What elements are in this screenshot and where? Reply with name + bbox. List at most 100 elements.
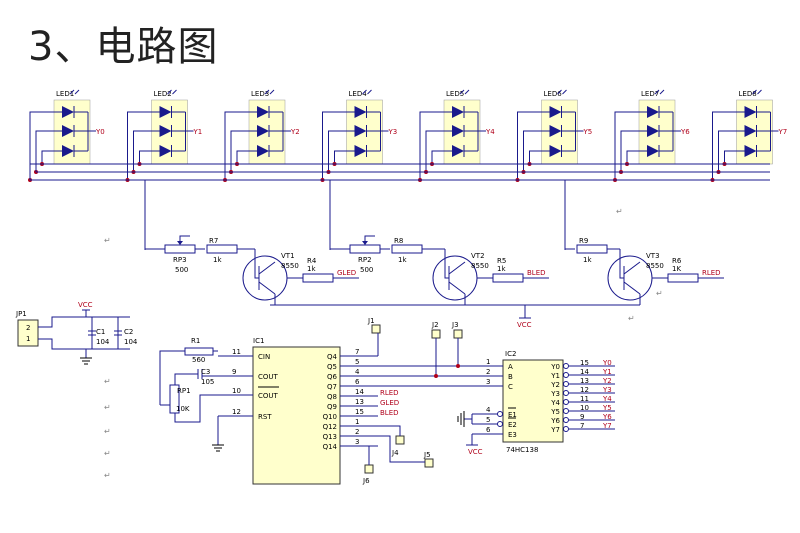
transistor-lead xyxy=(623,261,641,275)
emission-arrow xyxy=(464,89,470,95)
net-label: Y4 xyxy=(602,395,612,403)
potentiometer xyxy=(349,244,381,254)
resistor-label: R7 xyxy=(209,237,218,245)
resistor xyxy=(492,273,524,283)
diode-triangle xyxy=(647,125,659,137)
page-title: 3、电路图 xyxy=(28,24,219,70)
led-module xyxy=(541,99,578,165)
bus-drop xyxy=(133,130,150,172)
pot-label: RP3 xyxy=(173,256,187,264)
resistor-value: 560 xyxy=(192,356,205,364)
resistor-label: R1 xyxy=(191,337,200,345)
jumper-label: J2 xyxy=(431,321,439,329)
diode-triangle xyxy=(62,145,74,157)
pin-number: 15 xyxy=(580,359,589,367)
bus-drop xyxy=(614,111,637,180)
bus-drop xyxy=(334,150,345,164)
pot-label: RP2 xyxy=(358,256,372,264)
pin-number: 2 xyxy=(26,324,30,332)
inversion-bubble xyxy=(563,381,569,387)
wire xyxy=(368,445,378,465)
resistor-label: R5 xyxy=(497,257,506,265)
bus-drop xyxy=(236,150,247,164)
diode-triangle xyxy=(744,106,757,118)
led-output-label: Y2 xyxy=(290,128,300,136)
led-module xyxy=(443,99,481,165)
paragraph-mark: ↵ xyxy=(104,471,111,480)
pin-name: Q10 xyxy=(323,413,337,421)
emission-arrow xyxy=(654,89,660,95)
wire xyxy=(378,425,401,436)
diode-triangle xyxy=(159,106,172,118)
led-label: LED1 xyxy=(56,90,74,98)
capacitor-label: C1 xyxy=(96,328,105,336)
pin-name: A xyxy=(508,363,513,371)
diode-triangle xyxy=(159,125,172,137)
diode-triangle xyxy=(452,145,464,157)
capacitor-value: 104 xyxy=(124,338,138,346)
paragraph-mark: ↵ xyxy=(616,207,623,216)
pin-name: Y2 xyxy=(550,381,560,389)
pin-name: Q4 xyxy=(327,353,338,361)
pin-number: 11 xyxy=(580,395,589,403)
paragraph-mark: ↵ xyxy=(104,377,111,386)
bus-drop xyxy=(328,130,345,172)
pin-name: RST xyxy=(258,413,272,421)
diode-triangle xyxy=(744,145,757,157)
pin-name: E3 xyxy=(508,431,517,439)
bus-drop xyxy=(224,111,247,180)
jumper-pad xyxy=(395,435,405,445)
resistor xyxy=(206,244,238,254)
emission-arrow xyxy=(269,89,275,95)
resistor-value: 1k xyxy=(398,256,407,264)
paragraph-mark: ↵ xyxy=(104,449,111,458)
pin-number: 5 xyxy=(355,358,359,366)
pot-label: RP1 xyxy=(177,387,191,395)
diode-triangle xyxy=(257,145,269,157)
wire xyxy=(174,373,198,385)
pin-number: 13 xyxy=(580,377,589,385)
resistor-value: 1k xyxy=(307,265,316,273)
capacitor-value: 104 xyxy=(96,338,110,346)
capacitor-value: 105 xyxy=(201,378,214,386)
pin-number: 6 xyxy=(486,426,491,434)
potentiometer xyxy=(164,244,196,254)
capacitor-label: C3 xyxy=(201,368,210,376)
transistor-label: VT1 xyxy=(281,252,295,260)
pin-number: 5 xyxy=(486,416,490,424)
pin-name: C xyxy=(508,383,513,391)
pin-number: 3 xyxy=(355,438,359,446)
emission-arrow xyxy=(362,89,367,95)
bus-drop xyxy=(620,130,637,172)
pin-name: Y5 xyxy=(550,408,560,416)
pin-number: 1 xyxy=(486,358,490,366)
jumper-pad xyxy=(364,464,374,474)
jumper-label: J1 xyxy=(367,317,375,325)
pin-name: E2 xyxy=(508,421,517,429)
jumper-pad xyxy=(371,324,381,334)
inversion-bubble xyxy=(497,411,503,417)
jumper-label: JP1 xyxy=(15,310,27,318)
bus-drop xyxy=(523,130,540,172)
emission-arrow xyxy=(459,89,465,95)
net-label: Y0 xyxy=(602,359,612,367)
pin-number: 1 xyxy=(355,418,359,426)
pin-name: Q9 xyxy=(327,403,337,411)
led-label: LED5 xyxy=(446,90,464,98)
diode-triangle xyxy=(744,125,757,137)
pot-value: 10K xyxy=(176,405,190,413)
inversion-bubble xyxy=(563,390,569,396)
pin-number: 10 xyxy=(232,387,241,395)
diode-triangle xyxy=(549,106,562,118)
net-label: Y5 xyxy=(602,404,612,412)
wire xyxy=(378,435,425,463)
led-module xyxy=(248,99,286,165)
wire xyxy=(38,338,130,350)
pin-name: Q5 xyxy=(327,363,337,371)
net-label: Y2 xyxy=(602,377,612,385)
bus-drop xyxy=(626,150,637,164)
pot-wiper xyxy=(364,235,375,245)
ic1-label: IC1 xyxy=(253,337,264,345)
vcc-label: VCC xyxy=(468,448,483,456)
led-module xyxy=(346,99,383,165)
